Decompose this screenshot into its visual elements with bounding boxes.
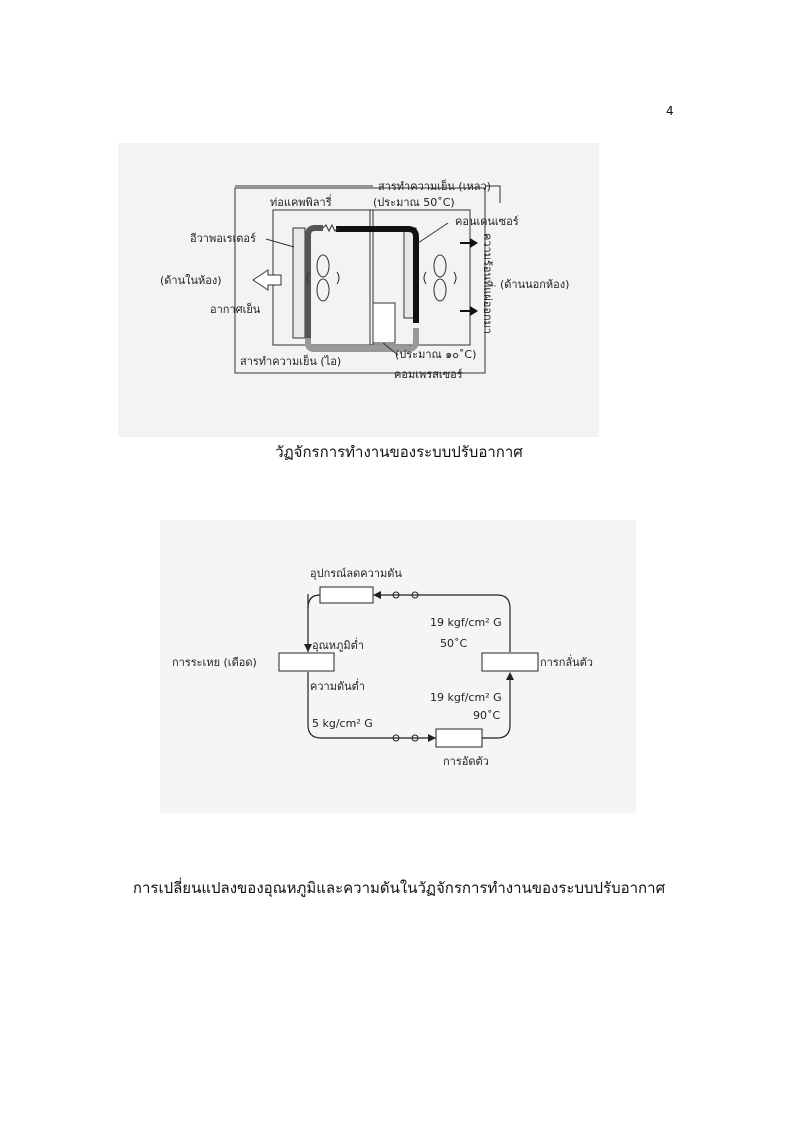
capillary-tube <box>322 223 339 233</box>
joint-top-2 <box>411 591 419 599</box>
loop-top <box>375 594 511 652</box>
temp-90-label: (ประมาณ ๑๐˚C) <box>395 348 476 361</box>
compressor-box <box>372 302 396 344</box>
condensation-label: การกลั่นตัว <box>540 654 593 669</box>
low-pressure-value: 5 kg/cm² G <box>312 717 373 730</box>
evaporator-leader <box>265 238 295 248</box>
pressure-temperature-cycle-diagram: อุปกรณ์ลดความดัน อุณหภูมิต่ำ การระเหย (เ… <box>160 520 636 813</box>
evaporation-label: การระเหย (เดือด) <box>172 656 257 669</box>
capillary-label: ท่อแคพพิลารี่ <box>270 194 332 209</box>
compression-label: การอัดตัว <box>443 755 489 768</box>
condenser-label: คอนเดนเซอร์ <box>455 215 519 228</box>
evaporator-label: อีวาพอเรเตอร์ <box>190 232 256 245</box>
figure1-background <box>118 143 599 437</box>
evaporator-coil <box>292 227 306 339</box>
loop-bottom-left <box>307 672 436 739</box>
expansion-label: อุปกรณ์ลดความดัน <box>310 567 402 580</box>
loop-bottom-right <box>482 674 511 739</box>
indoor-fan-icon <box>306 254 340 302</box>
low-pressure-label: ความดันต่ำ <box>310 678 365 693</box>
condensation-box <box>481 652 539 672</box>
heat-out-arrow-icon <box>460 238 478 316</box>
refrigerant-liquid-label: สารทำความเย็น (เหลว) <box>378 179 491 193</box>
outdoor-label: (ด้านนอกห้อง) <box>500 278 569 291</box>
evaporator-pipe <box>305 225 323 338</box>
loop-arrow-down-icon <box>304 644 312 652</box>
figure2-caption: การเปลี่ยนแปลงของอุณหภูมิและความดันในวัฏ… <box>132 879 666 897</box>
high-pressure-bottom-value: 19 kgf/cm² G <box>430 691 502 704</box>
hot-liquid-pipe <box>336 226 419 323</box>
outdoor-fan-icon <box>423 254 457 302</box>
condenser-leader <box>417 222 449 244</box>
temp-50-label: (ประมาณ 50˚C) <box>373 196 455 209</box>
liquid-bracket-right <box>485 185 501 203</box>
compression-box <box>435 728 483 748</box>
page-number: 4 <box>666 104 674 118</box>
cool-air-label: อากาศเย็น <box>210 302 261 316</box>
joint-top-1 <box>392 591 400 599</box>
joint-bottom-1 <box>392 734 400 742</box>
low-temp-label: อุณหภูมิต่ำ <box>312 637 364 652</box>
refrigerant-vapor-label: สารทำความเย็น (ไอ) <box>240 354 341 368</box>
figure1-caption: วัฏจักรการทำงานของระบบปรับอากาศ <box>275 443 523 461</box>
vapor-pipe <box>305 328 419 352</box>
evaporation-box <box>278 652 335 672</box>
loop-arrow-up-icon <box>506 672 514 680</box>
heat-out-label: ความร้อนที่แผ่ออกมา <box>481 233 496 334</box>
compressor-bracket <box>373 367 486 374</box>
temp-top-value: 50˚C <box>440 637 467 650</box>
compressor-label: คอมเพรสเซอร์ <box>394 368 463 381</box>
figure2-background <box>160 520 636 813</box>
temp-bottom-value: 90˚C <box>473 709 500 722</box>
ac-cycle-diagram: สารทำความเย็น (เหลว) ท่อแคพพิลารี่ (ประม… <box>118 143 599 437</box>
expansion-device-box <box>319 586 374 604</box>
cool-air-arrow-icon <box>252 269 282 291</box>
indoor-label: (ด้านในห้อง) <box>160 274 222 287</box>
high-pressure-top-value: 19 kgf/cm² G <box>430 616 502 629</box>
loop-arrow-left-icon <box>373 591 381 599</box>
loop-arrow-right-icon <box>428 734 436 742</box>
joint-bottom-2 <box>411 734 419 742</box>
outdoor-unit-box <box>369 209 471 346</box>
compressor-temp-leader <box>382 342 399 356</box>
